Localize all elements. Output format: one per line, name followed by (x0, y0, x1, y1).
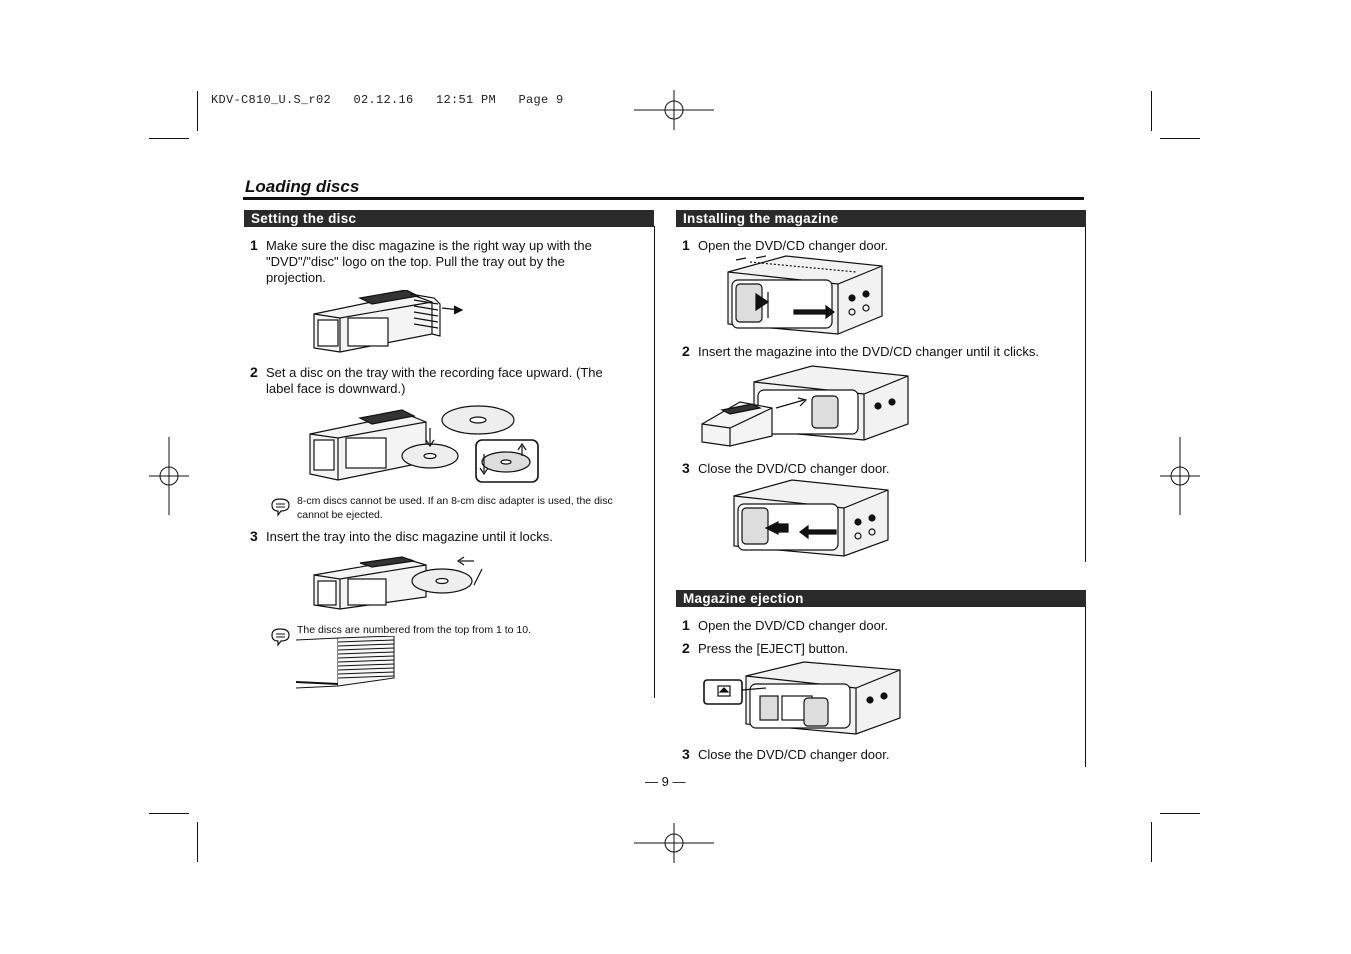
step-text: Close the DVD/CD changer door. (698, 747, 890, 762)
step-text: Make sure the disc magazine is the right… (266, 238, 592, 285)
step-number: 3 (250, 528, 258, 544)
magazine-tray-pull-illustration (313, 290, 464, 353)
changer-insert-magazine-illustration (701, 365, 909, 447)
disc-on-tray-illustration (309, 405, 539, 483)
page-title: Loading discs (245, 177, 360, 196)
registration-mark-left (149, 437, 189, 515)
step-text: Open the DVD/CD changer door. (698, 618, 889, 633)
step-text: Close the DVD/CD changer door. (698, 461, 890, 476)
changer-open-door-illustration (727, 255, 883, 335)
step-number: 2 (682, 343, 690, 359)
step-text: Insert the tray into the disc magazine u… (266, 529, 553, 544)
step-number: 1 (682, 617, 690, 633)
title-rule (243, 197, 1084, 200)
section-heading-magazine-ejection: Magazine ejection (676, 590, 1086, 607)
note-hand-icon (271, 628, 290, 647)
step-number: 3 (682, 746, 690, 762)
step-number: 1 (250, 237, 258, 253)
step-number: 2 (250, 364, 258, 380)
step-number: 1 (682, 237, 690, 253)
disc-numbering-illustration (295, 636, 395, 689)
registration-mark-bottom (634, 823, 714, 863)
registration-mark-right (1160, 437, 1200, 515)
section-heading-setting-disc: Setting the disc (244, 210, 654, 227)
column-divider-right-bottom (1085, 607, 1086, 767)
section-heading-installing-magazine: Installing the magazine (676, 210, 1086, 227)
registration-mark-top (634, 90, 714, 130)
column-divider-right-top (1085, 226, 1086, 562)
step-number: 2 (682, 640, 690, 656)
step-text: Press the [EJECT] button. (698, 641, 849, 656)
changer-close-door-illustration (733, 479, 889, 557)
note-disc-numbering: The discs are numbered from the top from… (297, 624, 532, 636)
step-text: Set a disc on the tray with the recordin… (266, 365, 603, 396)
changer-eject-illustration (703, 661, 901, 735)
step-number: 3 (682, 460, 690, 476)
note-8cm-discs: 8-cm discs cannot be used. If an 8-cm di… (297, 495, 613, 521)
note-hand-icon (271, 498, 290, 517)
insert-tray-illustration (313, 556, 483, 610)
column-divider-left (654, 226, 655, 698)
print-slug: KDV-C810_U.S_r02 02.12.16 12:51 PM Page … (211, 93, 564, 107)
step-text: Open the DVD/CD changer door. (698, 238, 889, 253)
page-number: — 9 — (645, 774, 686, 789)
step-text: Insert the magazine into the DVD/CD chan… (698, 344, 1040, 359)
